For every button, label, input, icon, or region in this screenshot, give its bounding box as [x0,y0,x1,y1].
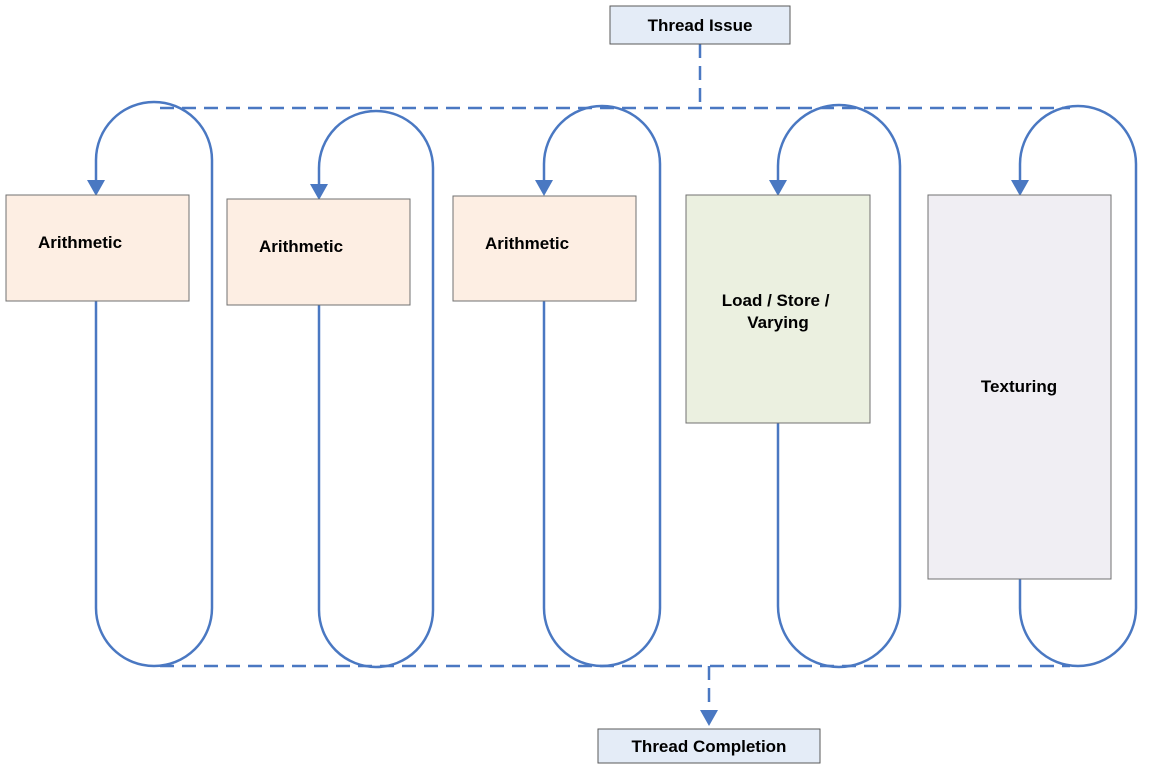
loop-1 [94,100,214,668]
unit-box-4: Load / Store / Varying [685,194,871,424]
unit-4-rect [685,194,871,424]
loop-5-arrowhead [1011,180,1029,196]
loop-3-arrowhead [535,180,553,196]
unit-box-1: Arithmetic [5,194,190,302]
unit-box-2: Arithmetic [226,198,411,306]
loop-3 [542,104,662,668]
unit-2-label: Arithmetic [259,237,343,256]
unit-4-label-line-1: Load / Store / [722,291,830,310]
unit-4-label: Load / Store / Varying [722,291,834,332]
loop-2 [317,109,435,669]
thread-issue-box: Thread Issue [609,5,791,45]
thread-issue-label: Thread Issue [648,16,753,35]
unit-1-label: Arithmetic [38,233,122,252]
thread-completion-box: Thread Completion [597,728,821,764]
unit-3-rect [452,195,637,302]
loop-1-arrowhead [87,180,105,196]
unit-3-label: Arithmetic [485,234,569,253]
loop-4-arrowhead [769,180,787,196]
thread-completion-rect [597,728,821,764]
thread-issue-rect [609,5,791,45]
unit-4-label-line-2: Varying [747,313,808,332]
unit-box-3: Arithmetic [452,195,637,302]
loop-4 [776,103,902,669]
thread-completion-label: Thread Completion [632,737,787,756]
unit-1-rect [5,194,190,302]
unit-box-5: Texturing [927,194,1112,580]
unit-5-rect [927,194,1112,580]
loop-5 [1018,104,1138,668]
unit-5-label: Texturing [981,377,1057,396]
loop-2-arrowhead [310,184,328,200]
completion-arrowhead [700,710,718,726]
unit-2-rect [226,198,411,306]
